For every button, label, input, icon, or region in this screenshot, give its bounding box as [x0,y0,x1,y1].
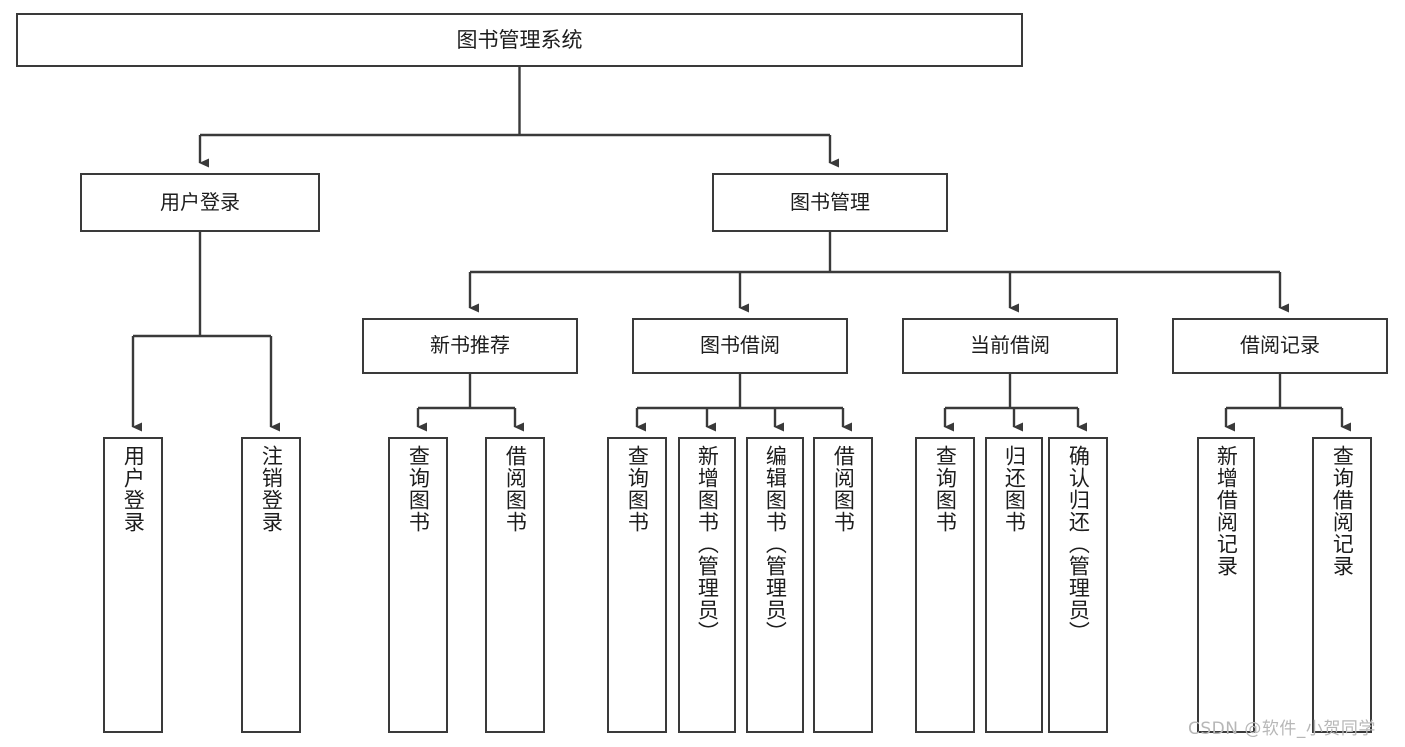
node-label: 新增图书（管理员） [695,445,720,643]
node-label: 归还图书 [1002,445,1027,533]
node-label: 当前借阅 [970,333,1050,358]
node-borrow-record[interactable]: 借阅记录 [1172,318,1388,374]
node-label: 图书借阅 [700,333,780,358]
node-label: 借阅图书 [831,445,856,533]
node-leaf-rec-borrow[interactable]: 借阅图书 [485,437,545,733]
node-leaf-cur-return[interactable]: 归还图书 [985,437,1043,733]
node-root-system-title[interactable]: 图书管理系统 [16,13,1023,67]
node-label: 查询借阅记录 [1330,445,1355,577]
node-leaf-rec-add[interactable]: 新增借阅记录 [1197,437,1255,733]
node-user-login[interactable]: 用户登录 [80,173,320,232]
node-leaf-cur-confirm[interactable]: 确认归还（管理员） [1048,437,1108,733]
node-label: 查询图书 [625,445,650,533]
node-leaf-borrow-edit[interactable]: 编辑图书（管理员） [746,437,804,733]
node-label: 新增借阅记录 [1214,445,1239,577]
node-current-borrow[interactable]: 当前借阅 [902,318,1118,374]
node-label: 用户登录 [121,445,146,533]
node-label: 借阅记录 [1240,333,1320,358]
node-leaf-rec-query2[interactable]: 查询借阅记录 [1312,437,1372,733]
node-label: 确认归还（管理员） [1066,445,1091,643]
node-label: 查询图书 [933,445,958,533]
node-label: 查询图书 [406,445,431,533]
node-label: 编辑图书（管理员） [763,445,788,643]
node-leaf-borrow-add[interactable]: 新增图书（管理员） [678,437,736,733]
node-leaf-user-login[interactable]: 用户登录 [103,437,163,733]
node-new-book-rec[interactable]: 新书推荐 [362,318,578,374]
node-leaf-cur-query[interactable]: 查询图书 [915,437,975,733]
node-leaf-user-logout[interactable]: 注销登录 [241,437,301,733]
node-label: 借阅图书 [503,445,528,533]
node-label: 用户登录 [160,189,240,214]
node-label: 新书推荐 [430,333,510,358]
node-leaf-rec-query[interactable]: 查询图书 [388,437,448,733]
node-label: 注销登录 [259,445,284,533]
csdn-watermark: CSDN @软件_小贺同学 [1188,719,1376,739]
node-book-manage[interactable]: 图书管理 [712,173,948,232]
node-label: 图书管理 [790,189,870,214]
node-label: 图书管理系统 [456,27,583,52]
node-leaf-borrow-lend[interactable]: 借阅图书 [813,437,873,733]
node-book-borrow[interactable]: 图书借阅 [632,318,848,374]
node-leaf-borrow-query[interactable]: 查询图书 [607,437,667,733]
